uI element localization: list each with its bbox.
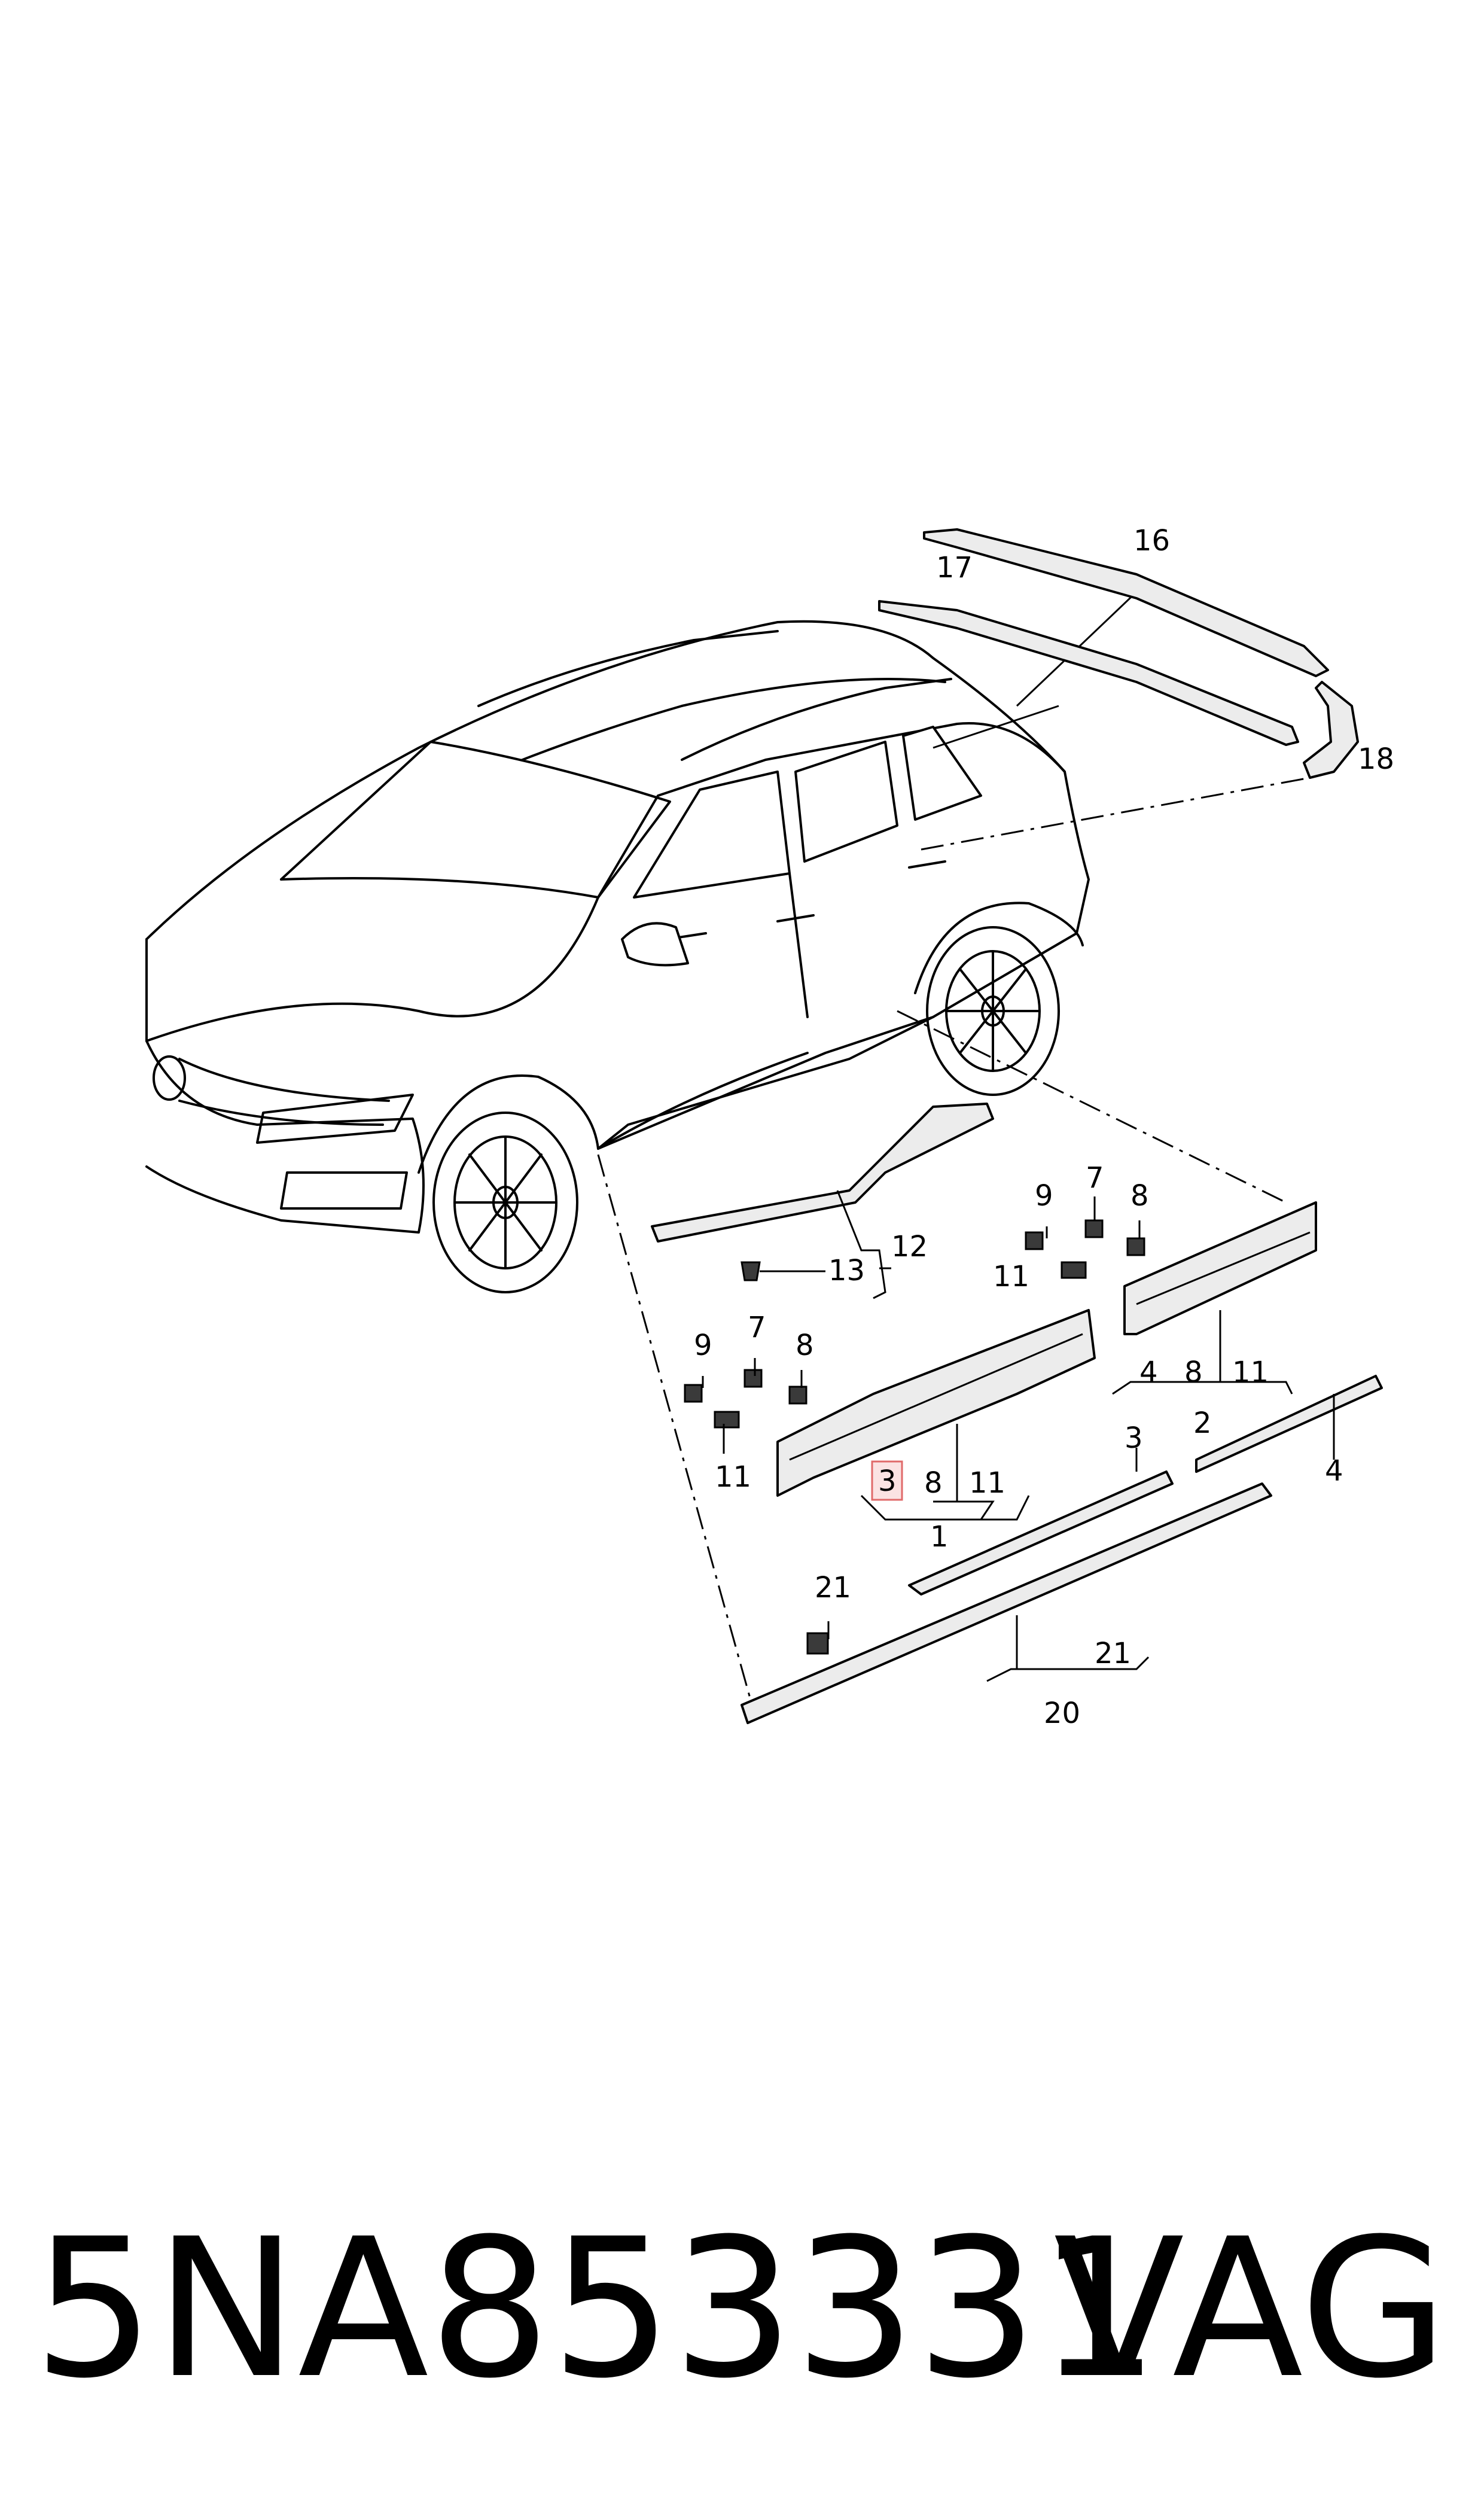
callout-8-front: 8 [796, 1329, 814, 1362]
callout-8-group1: 8 [924, 1466, 943, 1500]
callout-9-front: 9 [694, 1329, 712, 1362]
callout-11-group1: 11 [969, 1466, 1005, 1500]
part-20-sill-strip [741, 1482, 1272, 1724]
callout-11-front: 11 [715, 1460, 751, 1494]
part-7-clip-front [743, 1369, 763, 1388]
part-7-clip-rear [1084, 1219, 1104, 1238]
part-9-screw-front [684, 1384, 703, 1403]
part-11-bracket-rear [1061, 1261, 1087, 1279]
part-16-roof-strip [923, 528, 1329, 677]
callout-8-group2: 8 [1184, 1356, 1203, 1389]
part-1-door-trim [776, 1309, 1096, 1497]
callout-21-clip: 21 [815, 1571, 851, 1604]
part-8-clip-rear [1126, 1237, 1145, 1256]
callout-4-strip: 4 [1325, 1454, 1343, 1488]
vehicle-outline [145, 620, 1090, 1293]
part-12-sill-trim [651, 1103, 994, 1243]
callout-17: 17 [936, 551, 973, 584]
callout-8-rear: 8 [1130, 1179, 1149, 1213]
callout-18: 18 [1358, 742, 1394, 776]
part-11-bracket-front [714, 1411, 740, 1429]
part-9-screw-rear [1025, 1231, 1044, 1250]
callout-7-front: 7 [748, 1311, 766, 1344]
part-17-roof-strip [878, 600, 1299, 746]
callout-3-highlighted: 3 [878, 1464, 897, 1498]
part-3-strip [908, 1470, 1174, 1596]
callout-4-group2: 4 [1139, 1356, 1158, 1389]
lower-strips-group [741, 1375, 1383, 1724]
sill-trim-group [651, 1103, 994, 1299]
brand-text: VAG [1053, 2198, 1448, 2420]
callout-13: 13 [828, 1254, 865, 1287]
part-8-clip-front [788, 1386, 807, 1405]
part-13-clip [741, 1261, 761, 1281]
leader-lines [597, 585, 1311, 1712]
callout-16: 16 [1133, 524, 1170, 558]
callout-7-rear: 7 [1086, 1161, 1104, 1195]
part-21-clip [806, 1632, 829, 1655]
fasteners [684, 1196, 1145, 1655]
rear-door-moulding-group [1112, 1201, 1317, 1395]
parts-diagram: 16 17 18 12 13 9 7 8 11 9 7 8 11 4 8 11 … [145, 524, 1394, 1730]
callout-3-highlight-box [871, 1460, 903, 1501]
callout-12: 12 [891, 1230, 928, 1263]
roof-trim-parts [878, 528, 1359, 779]
part-4-strip [1195, 1375, 1383, 1473]
callout-21-group20: 21 [1095, 1637, 1131, 1670]
callout-1: 1 [930, 1520, 949, 1554]
callout-9-rear: 9 [1035, 1179, 1053, 1213]
callout-20: 20 [1044, 1697, 1080, 1730]
part-2-door-trim [1123, 1201, 1317, 1335]
callout-3-strip: 3 [1125, 1421, 1143, 1455]
callout-11-group2: 11 [1232, 1356, 1269, 1389]
part-18-end-cap [1303, 681, 1359, 779]
front-door-moulding-group [776, 1309, 1096, 1521]
part-number-text: 5NA853331 [33, 2198, 1160, 2420]
callout-11-rear: 11 [993, 1260, 1029, 1293]
callout-labels: 16 17 18 12 13 9 7 8 11 9 7 8 11 4 8 11 … [694, 524, 1394, 1730]
callout-2: 2 [1193, 1406, 1212, 1440]
